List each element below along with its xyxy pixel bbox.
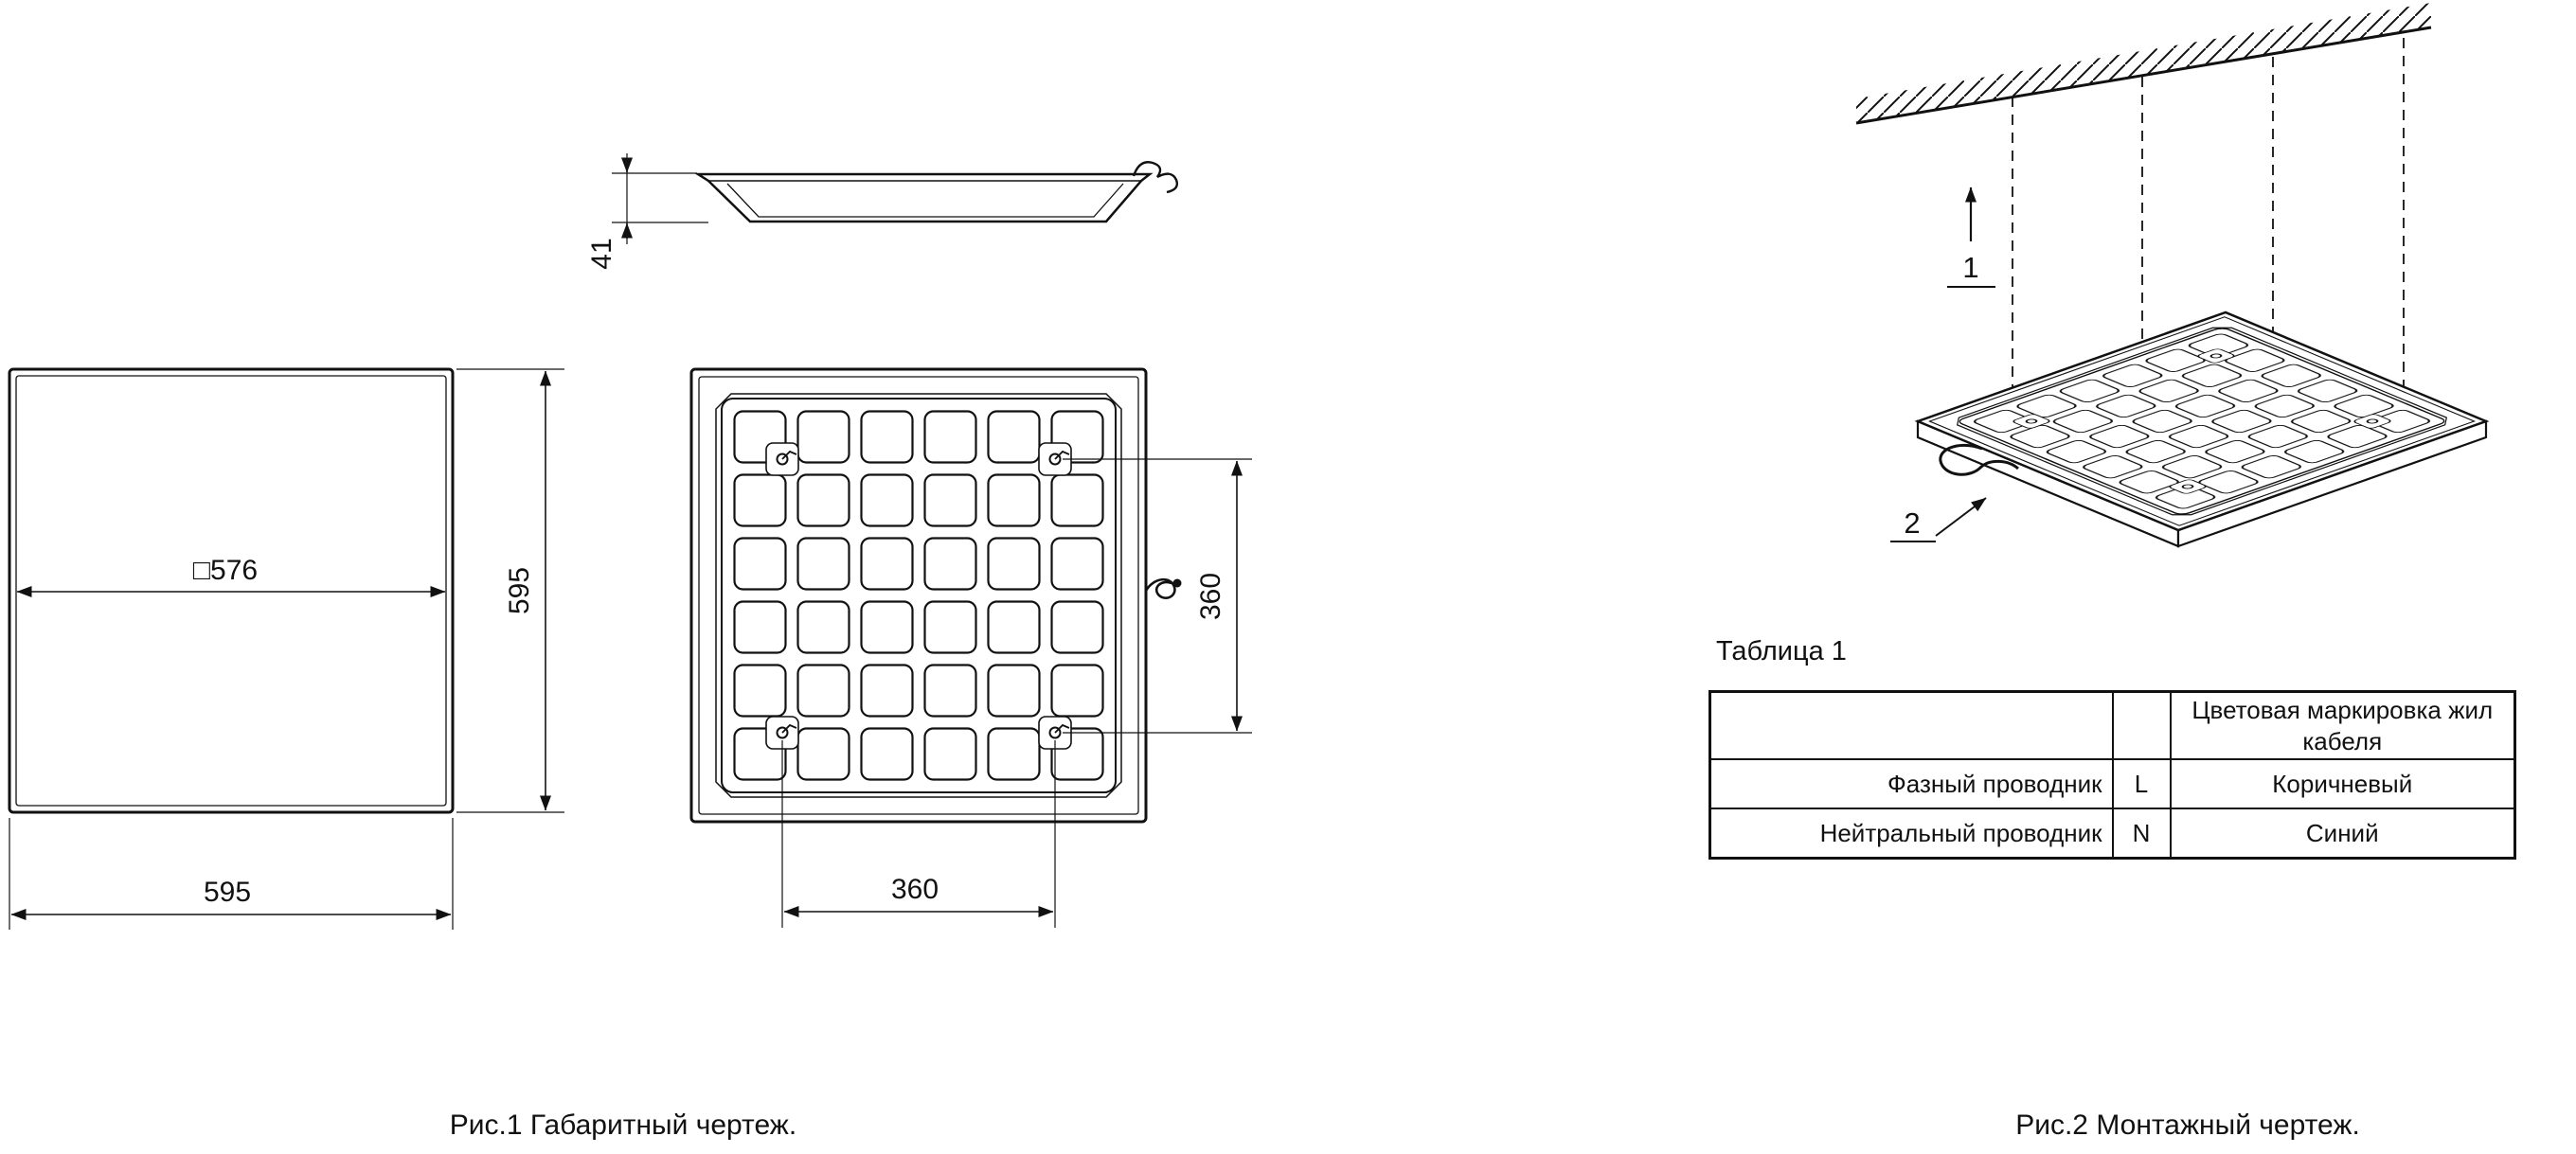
table-header-color-marking: Цветовая маркировка жил кабеля [2169, 690, 2516, 760]
iso-waffle-grid [1963, 329, 2441, 513]
power-wire-icon [1144, 577, 1176, 599]
hole [2025, 418, 2038, 424]
dim-label-hole-spacing-h: 360 [891, 874, 939, 905]
back-view: 360 360 [689, 367, 1252, 928]
mounting-hole [765, 442, 799, 476]
table-row: Нейтральный проводник N Синий [1708, 808, 2516, 859]
table-header-empty-code [2111, 690, 2172, 760]
conductor-code: N [2111, 808, 2172, 859]
front-view: □576 595 595 [8, 367, 564, 930]
hole [2209, 353, 2223, 359]
iso-mounting-hole [2169, 479, 2207, 494]
callout-2-leader [1935, 497, 1987, 537]
profile-view: 41 [586, 153, 1179, 270]
conductor-name: Нейтральный проводник [1708, 808, 2114, 859]
hole-mark [781, 450, 797, 460]
mounting-clip-icon [1132, 161, 1179, 194]
callout-2-label: 2 [1904, 506, 1920, 540]
wire-plug [1172, 578, 1182, 588]
hole [2181, 484, 2194, 489]
iso-mounting-hole [2353, 414, 2391, 429]
iso-power-wire-icon [1939, 443, 2020, 476]
conductor-code: L [2111, 758, 2172, 809]
conductor-color: Синий [2169, 808, 2516, 859]
iso-mounting-hole [2197, 348, 2235, 364]
table-header-empty-name [1708, 690, 2114, 760]
back-panel-frame [698, 376, 1139, 815]
conductor-color: Коричневый [2169, 758, 2516, 809]
table-title: Таблица 1 [1716, 636, 1847, 666]
dim-label-front-height: 595 [504, 567, 535, 614]
figure2-caption: Рис.2 Монтажный чертеж. [2015, 1110, 2360, 1141]
iso-mounting-hole [2012, 414, 2050, 429]
dim-label-hole-spacing-v: 360 [1195, 573, 1226, 620]
led-module-outline [721, 398, 1117, 793]
profile-diffuser-line [726, 183, 1124, 218]
front-panel-inner-frame [15, 375, 447, 807]
hole-mark [1054, 450, 1070, 460]
table-header-row: Цветовая маркировка жил кабеля [1708, 690, 2516, 760]
ceiling-line [1855, 26, 2432, 125]
iso-panel-frame [1930, 317, 2475, 525]
wiring-table: Цветовая маркировка жил кабеля Фазный пр… [1708, 690, 2516, 860]
iso-bevel-frame [1949, 324, 2456, 518]
iso-view: 1 [1855, 3, 2486, 548]
dim-label-inner-size: □576 [193, 555, 258, 586]
conductor-name: Фазный проводник [1708, 758, 2114, 809]
iso-module-outline [1956, 327, 2448, 515]
front-panel-outline [8, 367, 455, 814]
hole-mark [781, 723, 797, 734]
mounting-hole [1038, 716, 1072, 750]
dim-label-profile-height: 41 [586, 238, 617, 269]
dim-label-front-width: 595 [204, 877, 251, 908]
mounting-hole [765, 716, 799, 750]
figure1-caption: Рис.1 Габаритный чертеж. [449, 1110, 797, 1141]
panel-top-face [1918, 312, 2486, 530]
ceiling-hatch [1856, 3, 2431, 123]
hole-mark [1054, 723, 1070, 734]
table-row: Фазный проводник L Коричневый [1708, 758, 2516, 809]
back-panel-bevel-frame [715, 393, 1122, 798]
hole [2366, 418, 2379, 424]
callout-1-label: 1 [1962, 251, 1978, 284]
